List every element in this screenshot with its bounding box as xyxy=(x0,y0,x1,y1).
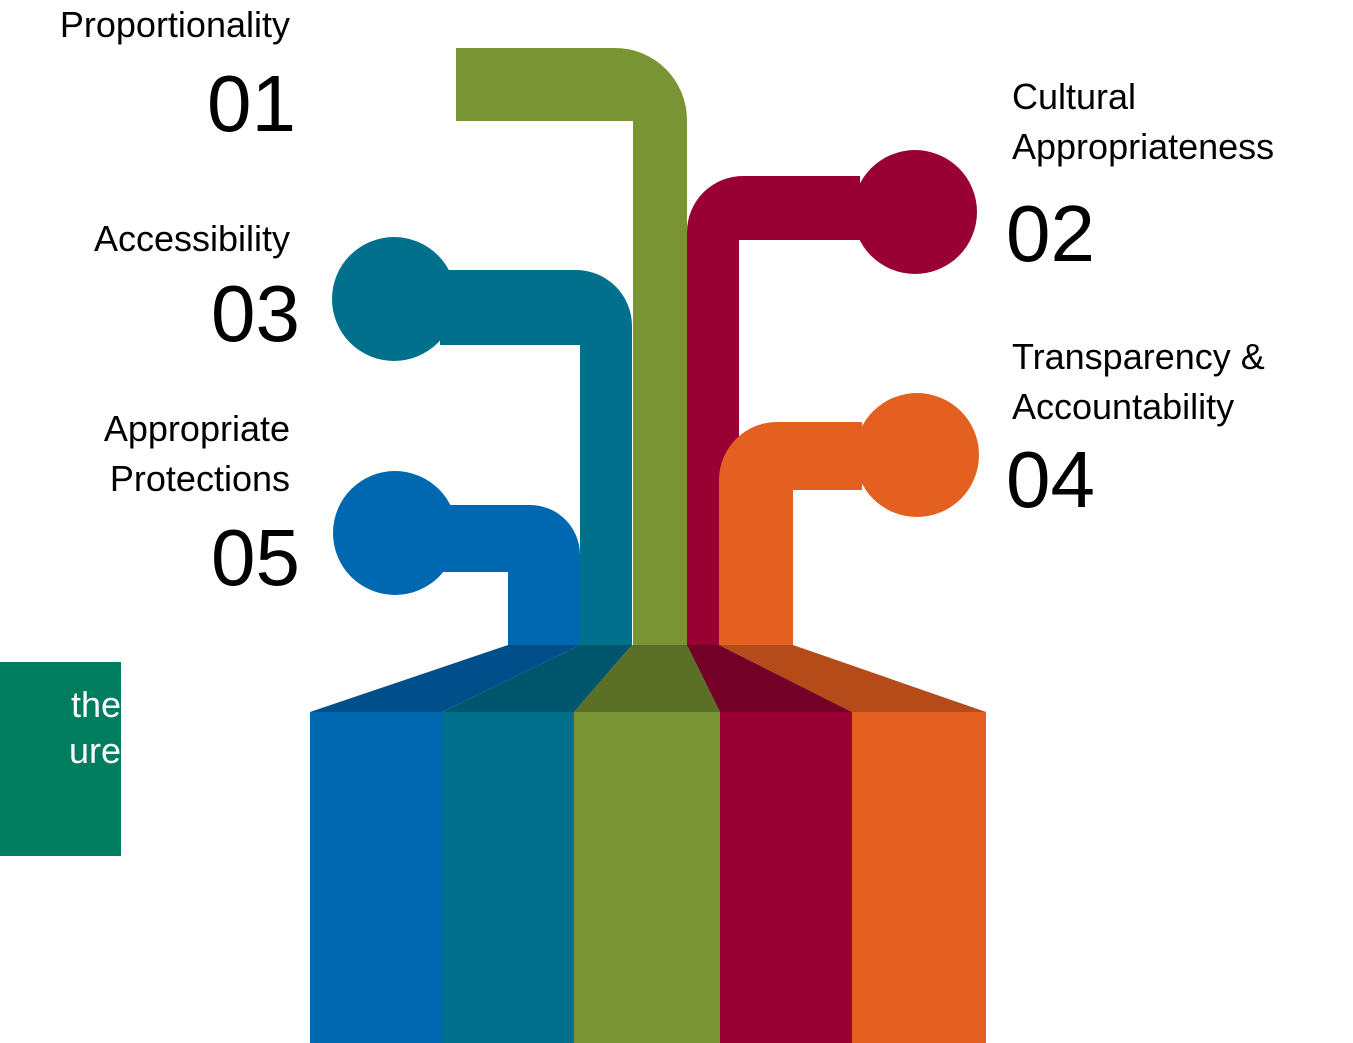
pipe-04 xyxy=(719,422,862,647)
pipe-01 xyxy=(456,48,687,647)
item-02-label: Cultural Appropriateness xyxy=(1012,76,1275,167)
column-blue xyxy=(310,712,442,1043)
item-02-number: 02 xyxy=(1006,189,1095,278)
column-crimson xyxy=(720,712,852,1043)
item-04-number: 04 xyxy=(1006,435,1095,524)
item-03-label: Accessibility xyxy=(93,218,290,259)
side-text-line2: ure xyxy=(68,730,121,771)
item-03-number: 03 xyxy=(211,269,300,358)
item-05-number: 05 xyxy=(211,513,300,602)
pipe-05-node xyxy=(333,471,457,595)
item-05-label: Appropriate Protections xyxy=(103,408,290,499)
pipe-02-node xyxy=(853,150,977,274)
funnel-top-teal xyxy=(442,645,632,712)
funnel-top-crimson xyxy=(687,645,852,712)
funnel-top-blue xyxy=(310,645,580,712)
pipe-03-node xyxy=(332,237,456,361)
side-text-line1: the xyxy=(70,684,121,725)
column-orange xyxy=(852,712,986,1043)
funnel-top-green xyxy=(574,645,720,712)
item-04-label: Transparency & Accountability xyxy=(1012,336,1265,427)
pipe-05 xyxy=(420,505,580,647)
pipe-04-node xyxy=(855,393,979,517)
item-01-label: Proportionality xyxy=(59,4,290,45)
column-green xyxy=(574,712,720,1043)
item-01-number: 01 xyxy=(207,59,296,148)
pipe-03 xyxy=(440,270,632,647)
funnel-top-orange xyxy=(719,645,986,712)
side-text-box: the ure xyxy=(0,662,121,856)
column-teal xyxy=(442,712,574,1043)
side-text: the ure xyxy=(0,682,121,774)
